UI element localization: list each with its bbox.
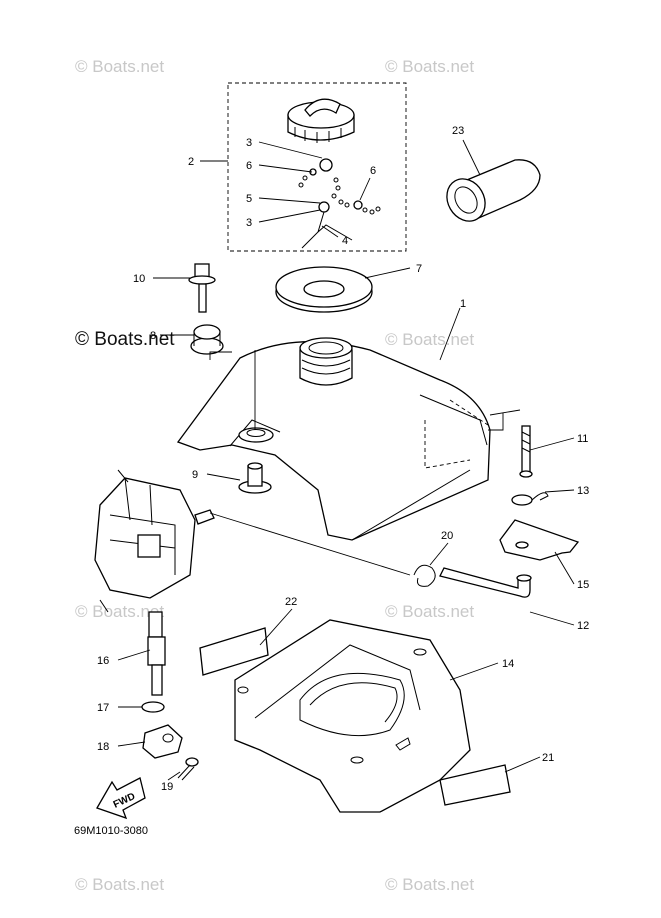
callout-11: 11 — [577, 433, 588, 445]
callout-2: 2 — [188, 156, 194, 168]
spring-clip — [511, 492, 549, 506]
callout-6: 6 — [370, 165, 376, 177]
watermark: © Boats.net — [385, 330, 474, 349]
choke-link — [147, 611, 166, 696]
carburetor — [94, 469, 215, 613]
callout-16: 16 — [97, 655, 109, 667]
fwd-arrow-icon: FWD — [96, 777, 146, 820]
callout-3: 3 — [246, 137, 252, 149]
fuel-joint-cover — [446, 159, 541, 222]
callout-4: 4 — [342, 235, 348, 247]
callout-12: 12 — [577, 620, 589, 632]
diagram-code: 69M1010-3080 — [74, 825, 148, 837]
link-holder — [142, 724, 183, 759]
callout-23: 23 — [452, 125, 464, 137]
grommet — [190, 324, 224, 355]
fuel-bracket — [499, 519, 580, 561]
label-decal — [439, 764, 511, 806]
callout-6: 6 — [246, 160, 252, 172]
watermark: © Boats.net — [75, 57, 164, 76]
cap-gasket — [275, 266, 373, 313]
callout-10: 10 — [133, 273, 145, 285]
callout-21: 21 — [542, 752, 554, 764]
callout-18: 18 — [97, 741, 109, 753]
watermarks: © Boats.net © Boats.net © Boats.net © Bo… — [75, 57, 474, 894]
watermark: © Boats.net — [385, 602, 474, 621]
label-decal — [199, 627, 269, 676]
o-ring — [141, 701, 165, 713]
callout-19: 19 — [161, 781, 173, 793]
cap-chain — [298, 158, 381, 249]
watermark: © Boats.net — [75, 875, 164, 894]
watermark: © Boats.net — [385, 875, 474, 894]
callout-22: 22 — [285, 596, 297, 608]
watermark: © Boats.net — [75, 329, 175, 350]
callout-15: 15 — [577, 579, 589, 591]
fuel-tank — [176, 337, 491, 541]
callout-17: 17 — [97, 702, 109, 714]
callout-9: 9 — [192, 469, 198, 481]
fuel-cap — [287, 98, 355, 143]
callout-8: 8 — [150, 330, 156, 342]
leader-lines — [117, 139, 575, 781]
fuel-hose — [439, 567, 532, 598]
callout-1: 1 — [460, 298, 466, 310]
screw-small — [177, 757, 199, 781]
callout-20: 20 — [441, 530, 453, 542]
bolt — [188, 263, 216, 313]
watermark: © Boats.net — [75, 602, 164, 621]
callout-14: 14 — [502, 658, 514, 670]
callout-7: 7 — [416, 263, 422, 275]
callout-13: 13 — [577, 485, 589, 497]
damper — [238, 462, 272, 494]
callout-5: 5 — [246, 193, 252, 205]
tank-mount — [234, 619, 471, 813]
hose-clip — [413, 564, 436, 587]
screw — [519, 425, 533, 478]
callout-3: 3 — [246, 217, 252, 229]
watermark: © Boats.net — [385, 57, 474, 76]
cap-assembly-box — [227, 82, 407, 252]
callouts: 1 2 3 3 4 5 6 6 7 8 9 10 11 12 13 14 15 … — [97, 125, 589, 793]
